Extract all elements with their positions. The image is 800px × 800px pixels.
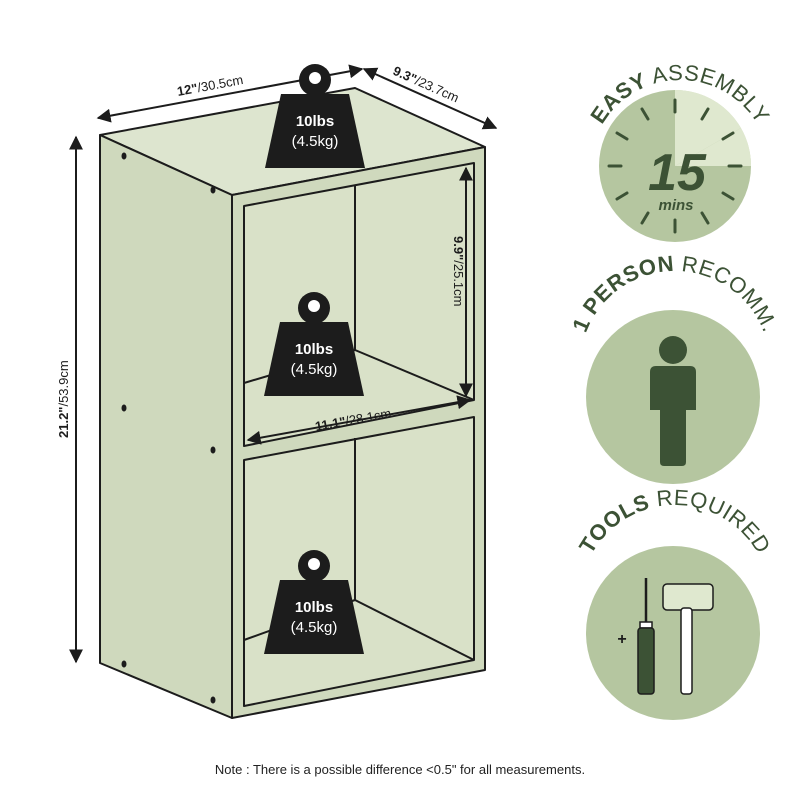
cube-width-arrow — [246, 395, 472, 445]
shelf-line-lower-front — [354, 599, 475, 661]
hammer-icon — [662, 583, 714, 695]
tools-icon: + — [617, 578, 714, 695]
screw-holes — [121, 152, 216, 704]
weight-kg: (4.5kg) — [292, 133, 339, 150]
clock-icon — [607, 98, 743, 234]
shelf-line-upper-front — [354, 349, 475, 401]
weight-kg: (4.5kg) — [291, 361, 338, 378]
lower-cubby — [243, 416, 475, 707]
plus-sign: + — [617, 631, 626, 648]
assembly-unit: mins — [658, 197, 693, 214]
tools-badge: TOOLS REQUIRED + — [574, 485, 775, 720]
upper-cubby — [243, 162, 475, 447]
width-label: 12"/30.5cm — [176, 72, 244, 99]
height-label: 21.2"/53.9cm — [56, 360, 71, 438]
weight-kg: (4.5kg) — [291, 619, 338, 636]
cube-height-label: 9.9"/25.1cm — [451, 236, 466, 307]
measurement-note: Note : There is a possible difference <0… — [214, 762, 586, 777]
weight-icon: 10lbs (4.5kg) — [264, 550, 364, 654]
assembly-badge: EASY ASSEMBLY 15 mins — [585, 60, 774, 242]
weight-lbs: 10lbs — [295, 341, 333, 358]
clock-elapsed-sector — [675, 89, 741, 166]
weight-icon: 10lbs (4.5kg) — [265, 64, 365, 168]
person-icon — [650, 336, 696, 466]
depth-label: 9.3"/23.7cm — [391, 63, 462, 105]
weight-icon: 10lbs (4.5kg) — [264, 292, 364, 396]
depth-arrow — [362, 67, 498, 130]
weight-lbs: 10lbs — [296, 113, 334, 130]
person-badge: 1 PERSON RECOMM. — [567, 251, 782, 484]
screwdriver-icon — [637, 578, 655, 695]
assembly-minutes: 15 — [648, 144, 707, 202]
bookcase-side-panel — [99, 134, 233, 719]
weight-lbs: 10lbs — [295, 599, 333, 616]
